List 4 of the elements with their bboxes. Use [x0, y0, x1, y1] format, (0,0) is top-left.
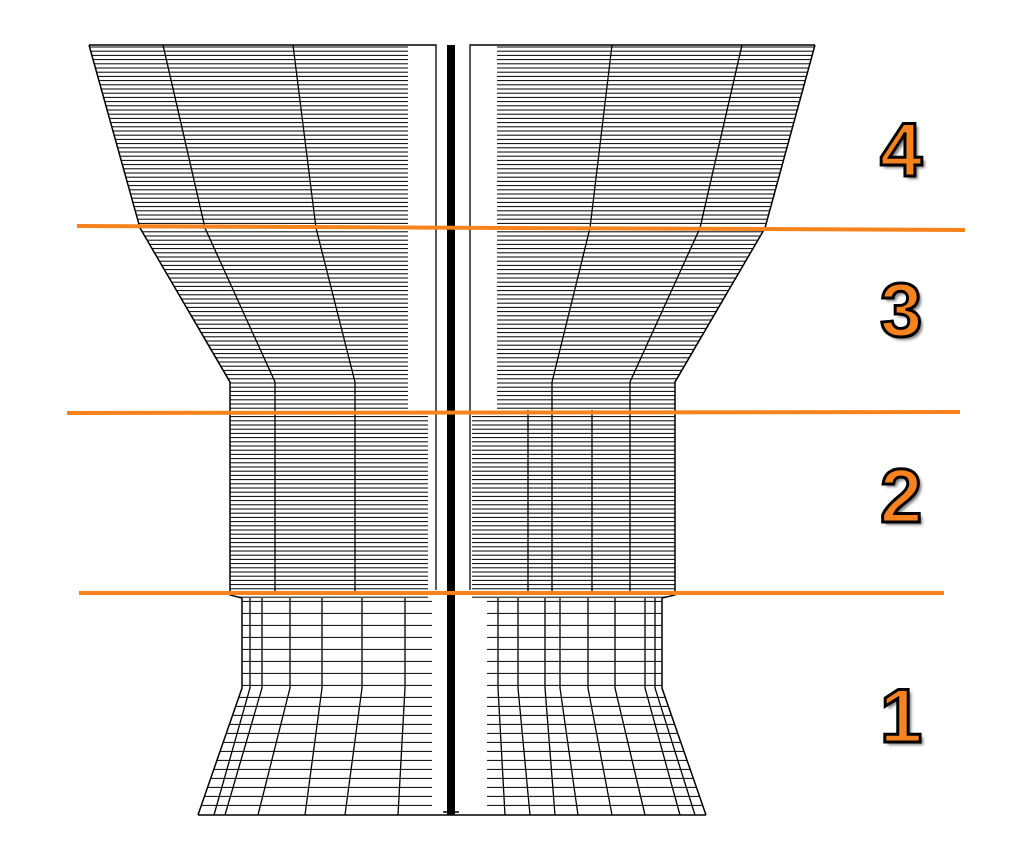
zone-number: 3	[880, 272, 923, 348]
zone-number: 1	[880, 678, 923, 754]
zone-number: 2	[880, 458, 923, 534]
zone-number: 4	[880, 112, 923, 188]
